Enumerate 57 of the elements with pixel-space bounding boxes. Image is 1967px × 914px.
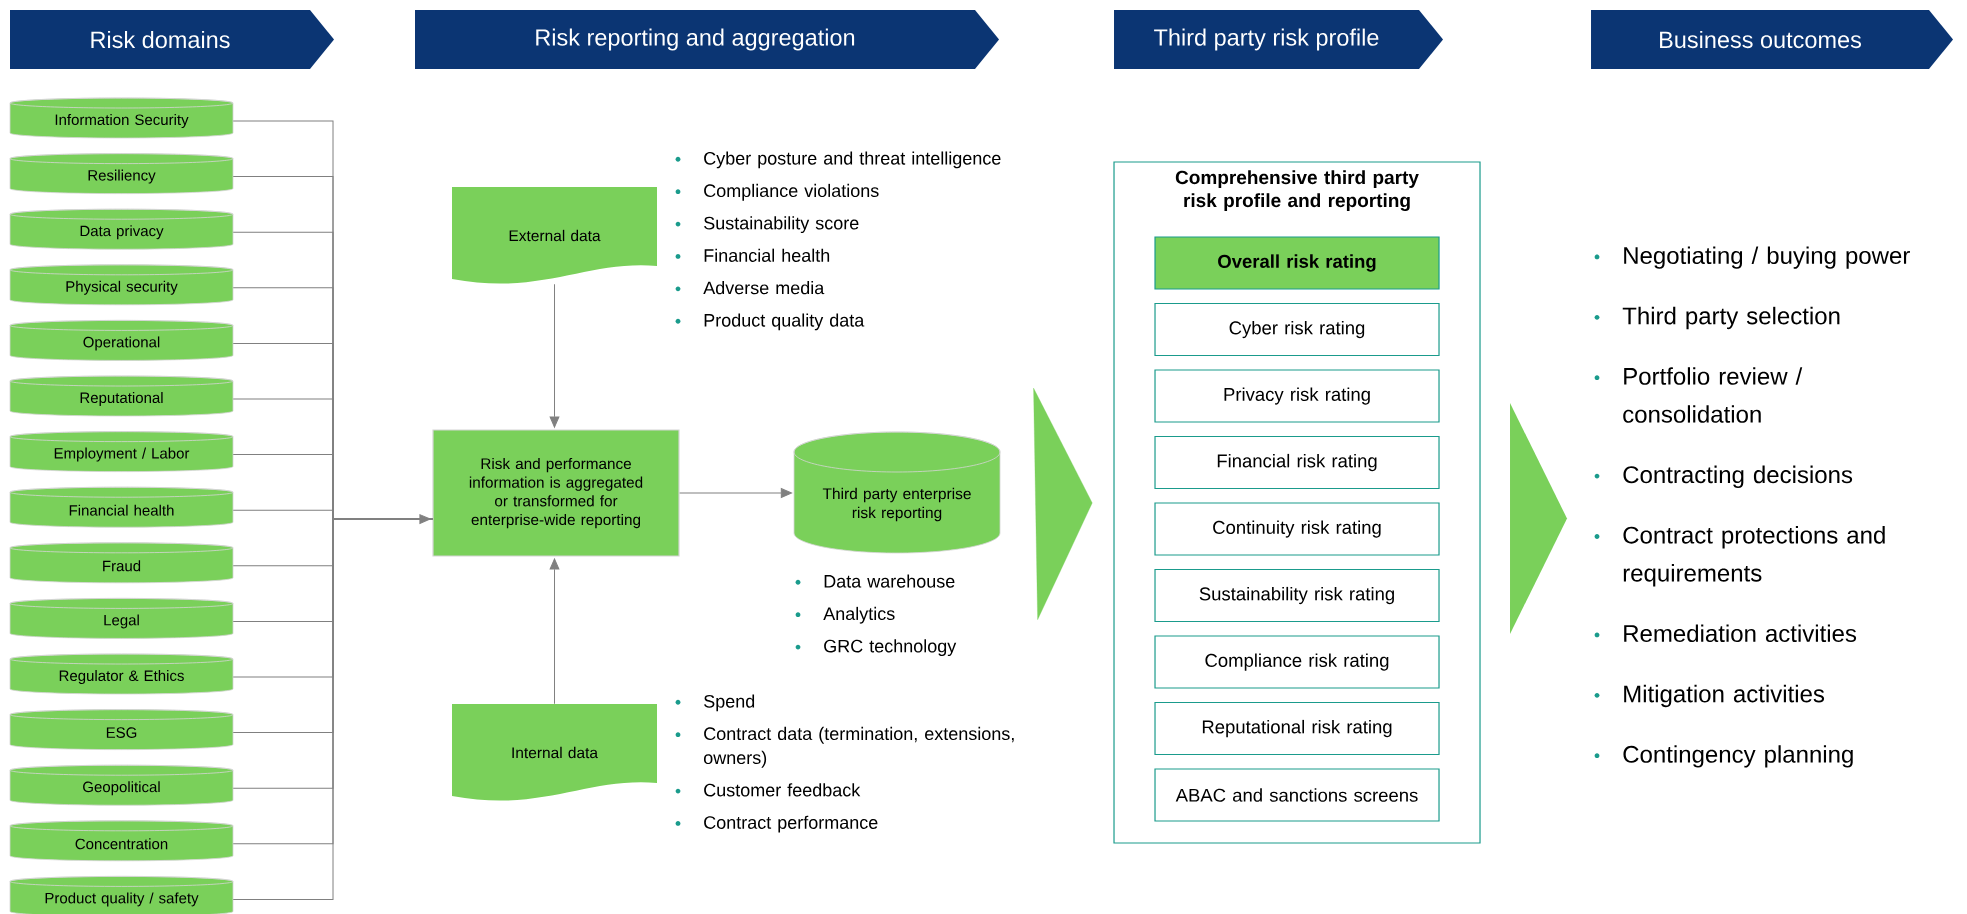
bullet-item: Financial health bbox=[675, 248, 830, 262]
rating-box: Compliance risk rating bbox=[1154, 635, 1440, 689]
bullet-item: Mitigation activities bbox=[1594, 684, 1825, 708]
rating-box: Cyber risk rating bbox=[1154, 302, 1440, 357]
bullet-item: Analytics bbox=[795, 606, 895, 624]
bullet-item: Adverse media bbox=[675, 281, 825, 295]
bullet-item: Contract data (termination, extensions, owners) bbox=[675, 726, 1014, 768]
rating-box: Continuity risk rating bbox=[1154, 502, 1440, 556]
bullet-item: Third party selection bbox=[1594, 306, 1840, 330]
header-chevron: Risk reporting and aggregation bbox=[415, 10, 999, 69]
rating-box: Financial risk rating bbox=[1154, 435, 1440, 490]
cylinder: Financial health bbox=[9, 486, 234, 528]
bullet-item: Portfolio review / consolidation bbox=[1594, 367, 1803, 423]
cylinder: Product quality / safety bbox=[9, 876, 234, 914]
cylinder: Information Security bbox=[9, 97, 234, 139]
bullet-item: Product quality data bbox=[675, 313, 865, 331]
cylinder: Data privacy bbox=[9, 208, 234, 250]
arrowhead bbox=[415, 514, 431, 524]
cylinder: Physical security bbox=[9, 264, 234, 306]
bullet-item: GRC technology bbox=[795, 639, 957, 657]
cylinder: Employment / Labor bbox=[9, 431, 234, 472]
cylinder: Concentration bbox=[9, 820, 234, 862]
header-chevron: Risk domains bbox=[10, 10, 334, 69]
bullet-item: Contract performance bbox=[675, 815, 878, 833]
bullet-item: Sustainability score bbox=[675, 216, 859, 234]
header-chevron: Business outcomes bbox=[1591, 10, 1953, 69]
triangle-arrow bbox=[1510, 403, 1567, 634]
bullet-item: Compliance violations bbox=[675, 183, 879, 201]
cylinder: Geopolitical bbox=[9, 764, 234, 806]
bullet-item: Data warehouse bbox=[795, 574, 955, 588]
chevron-arrow bbox=[1033, 387, 1093, 620]
rating-box: Privacy risk rating bbox=[1154, 369, 1440, 423]
cylinder: ESG bbox=[9, 709, 234, 750]
bullet-item: Contracting decisions bbox=[1594, 465, 1853, 488]
cylinder: Reputational bbox=[9, 375, 234, 417]
cylinder: Resiliency bbox=[9, 153, 234, 194]
connector-arrow bbox=[679, 488, 792, 498]
cylinder: Fraud bbox=[9, 542, 234, 584]
rating-box: Reputational risk rating bbox=[1154, 701, 1440, 756]
bullet-item: Contract protections and requirements bbox=[1594, 526, 1885, 587]
process-box: Risk and performance information is aggregated or transformed for enterprise-wide reporting bbox=[432, 429, 680, 557]
bullet-item: Spend bbox=[675, 694, 755, 712]
rating-box: Sustainability risk rating bbox=[1154, 568, 1440, 623]
cylinder: Third party enterprise risk reporting bbox=[793, 431, 1001, 554]
bullet-item: Contingency planning bbox=[1594, 745, 1853, 768]
rating-box: ABAC and sanctions screens bbox=[1154, 768, 1440, 822]
rating-box: Overall risk rating bbox=[1154, 236, 1440, 290]
bullet-item: Customer feedback bbox=[675, 783, 861, 797]
bullet-item: Cyber posture and threat intelligence bbox=[675, 151, 1001, 169]
header-chevron: Third party risk profile bbox=[1114, 10, 1443, 69]
bullet-item: Negotiating / buying power bbox=[1594, 246, 1910, 269]
cylinder: Legal bbox=[9, 598, 234, 639]
connector-arrow bbox=[549, 558, 560, 705]
cylinder: Regulator & Ethics bbox=[9, 653, 234, 695]
connector-arrow bbox=[549, 283, 560, 428]
cylinder: Operational bbox=[9, 320, 234, 361]
bullet-item: Remediation activities bbox=[1594, 624, 1857, 643]
